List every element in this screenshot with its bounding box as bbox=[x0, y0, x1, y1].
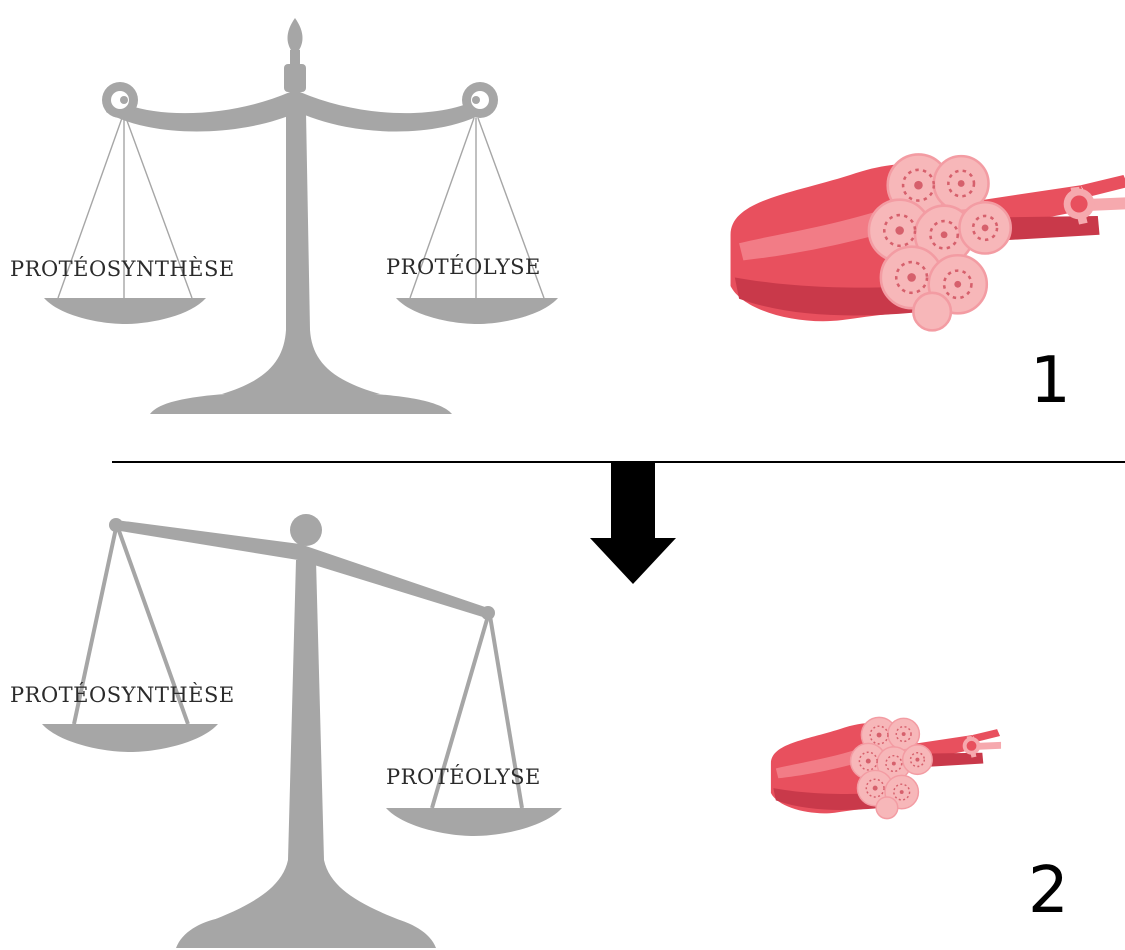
muscle-fiber-icon bbox=[731, 154, 1125, 330]
pan-label-proteolyse: PROTÉOLYSE bbox=[386, 255, 541, 279]
balance-scale-icon bbox=[44, 18, 558, 414]
pan-label-proteosynthese: PROTÉOSYNTHÈSE bbox=[10, 257, 235, 281]
step-number: 2 bbox=[1028, 854, 1069, 928]
panel-1: PROTÉOSYNTHÈSE PROTÉOLYSE 1 bbox=[10, 18, 1125, 418]
pan-label-proteolyse: PROTÉOLYSE bbox=[386, 765, 541, 789]
panel-2: PROTÉOSYNTHÈSE PROTÉOLYSE 2 bbox=[10, 514, 1069, 948]
step-number: 1 bbox=[1030, 344, 1071, 418]
muscle-fiber-icon bbox=[771, 717, 1001, 818]
balance-scale-icon bbox=[42, 514, 562, 948]
down-arrow-icon bbox=[590, 462, 676, 584]
pan-label-proteosynthese: PROTÉOSYNTHÈSE bbox=[10, 683, 235, 707]
